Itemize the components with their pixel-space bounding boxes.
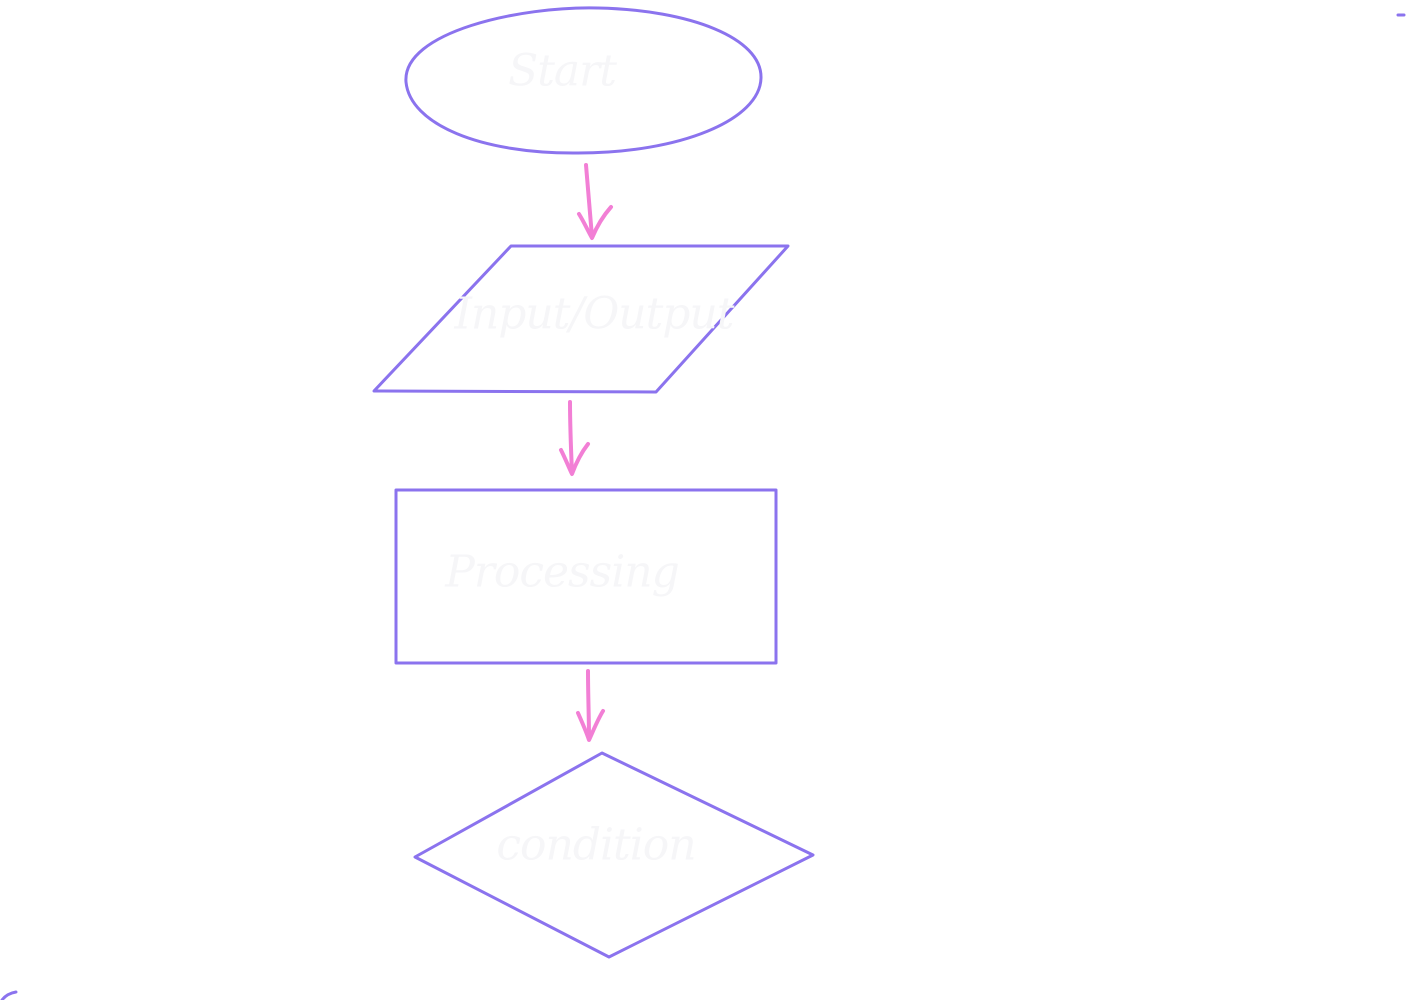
arrow-start-to-io-head bbox=[577, 205, 613, 240]
arrow-process-to-decision bbox=[576, 669, 605, 742]
io-node[interactable]: Input/Output bbox=[372, 244, 790, 394]
decision-node[interactable]: condition bbox=[413, 751, 815, 959]
arrow-io-to-process bbox=[559, 400, 590, 476]
arrow-io-to-process-head bbox=[559, 442, 590, 476]
start-ellipse-shape bbox=[404, 6, 763, 155]
arrow-start-to-io-shaft bbox=[584, 163, 594, 239]
arrow-process-to-decision-head bbox=[576, 709, 605, 742]
decision-diamond-shape bbox=[413, 751, 815, 959]
start-node[interactable]: Start bbox=[404, 6, 763, 155]
process-label: Processing bbox=[444, 547, 679, 598]
arrow-start-to-io bbox=[577, 163, 613, 240]
start-label: Start bbox=[508, 46, 617, 97]
io-label: Input/Output bbox=[453, 289, 734, 340]
process-rectangle-shape bbox=[394, 488, 778, 665]
arrow-io-to-process-shaft bbox=[568, 400, 574, 475]
io-parallelogram-shape bbox=[372, 244, 790, 394]
process-node[interactable]: Processing bbox=[394, 488, 778, 665]
stray-stroke-bottom-left bbox=[0, 990, 18, 1000]
decision-label: condition bbox=[496, 820, 695, 871]
arrow-process-to-decision-shaft bbox=[586, 669, 591, 741]
